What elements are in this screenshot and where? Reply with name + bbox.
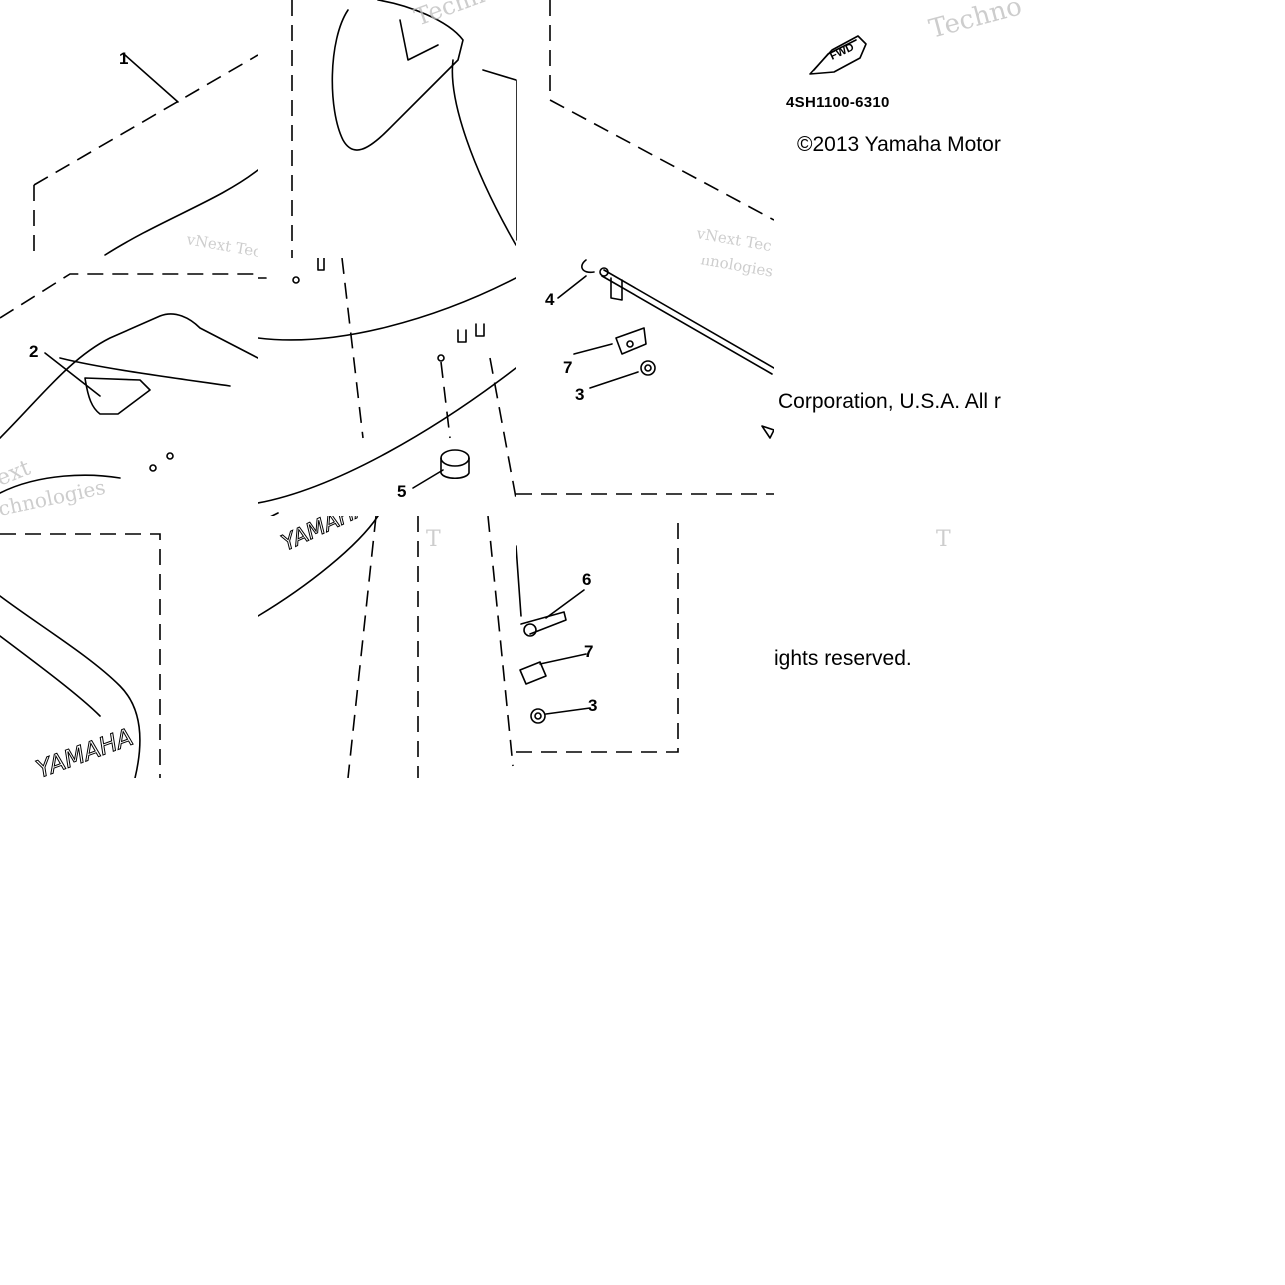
tile-middle-right: hnologies 4 7 3	[516, 258, 774, 520]
fwd-label: FWD	[828, 41, 856, 62]
fwd-arrow: FWD Techno	[809, 0, 1025, 75]
callout-3: 3	[588, 696, 598, 715]
watermark-text: hnologies	[699, 258, 774, 281]
hood-lower-outline: YAMAHA T	[258, 516, 514, 778]
watermark-layer: T	[936, 527, 951, 552]
copyright-line-1: ©2013 Yamaha Motor	[797, 133, 1001, 156]
copyright-line-3: ights reserved.	[774, 647, 912, 670]
brand-mark: YAMAHA	[278, 516, 372, 556]
bracket-assembly: hnologies	[516, 258, 774, 495]
tile-upper-center: Techno	[258, 0, 516, 262]
seat-outline-upper: vNext Tec	[33, 54, 258, 262]
tile-lower-right: chnologies 6 7 3	[516, 516, 774, 778]
watermark-text: Techno	[926, 0, 1025, 45]
callout-7: 7	[563, 358, 573, 377]
watermark-text: chnologies	[516, 516, 623, 517]
tile-middle-left: ext chnologies 2	[0, 258, 258, 520]
watermark-text: T	[426, 527, 441, 552]
hood-body-outline	[258, 258, 516, 520]
callout-1: 1	[119, 49, 129, 68]
callout-3: 3	[575, 385, 585, 404]
tile-lower-center: YAMAHA T	[258, 516, 516, 778]
tile-upper-left: vNext Tec 1	[0, 0, 258, 262]
tile-upper-right-diagram: vNext Tec	[516, 0, 774, 262]
tile-lower-left: YAMAHA	[0, 516, 258, 778]
hood-outline: Techno	[291, 0, 516, 262]
watermark-text: Techno	[410, 0, 501, 32]
tile-middle-right-text: Corporation, U.S.A. All r	[774, 258, 1032, 520]
watermark-text: T	[936, 527, 951, 552]
seat-outline-middle: ext chnologies	[0, 273, 258, 520]
callout-6: 6	[582, 570, 592, 589]
watermark-text: vNext Tec	[184, 230, 258, 261]
callout-2: 2	[29, 342, 39, 361]
seat-outline-lower: YAMAHA	[0, 533, 161, 778]
part-code: 4SH1100-6310	[786, 94, 890, 111]
copyright-line-2: Corporation, U.S.A. All r	[778, 390, 1001, 413]
tile-middle-center: 5	[258, 258, 516, 520]
callout-4: 4	[545, 290, 555, 309]
callout-7: 7	[584, 642, 594, 661]
callout-5: 5	[397, 482, 407, 501]
tile-top-right-text: FWD Techno 4SH1100-6310 ©2013 Yamaha Mot…	[774, 0, 1032, 262]
frame-outline: vNext Tec	[516, 0, 774, 255]
brand-mark: YAMAHA	[32, 723, 136, 778]
bracket-assembly-lower: chnologies	[516, 516, 679, 753]
watermark-text: vNext Tec	[694, 224, 773, 255]
tile-lower-right-text: T ights reserved.	[774, 516, 1032, 778]
